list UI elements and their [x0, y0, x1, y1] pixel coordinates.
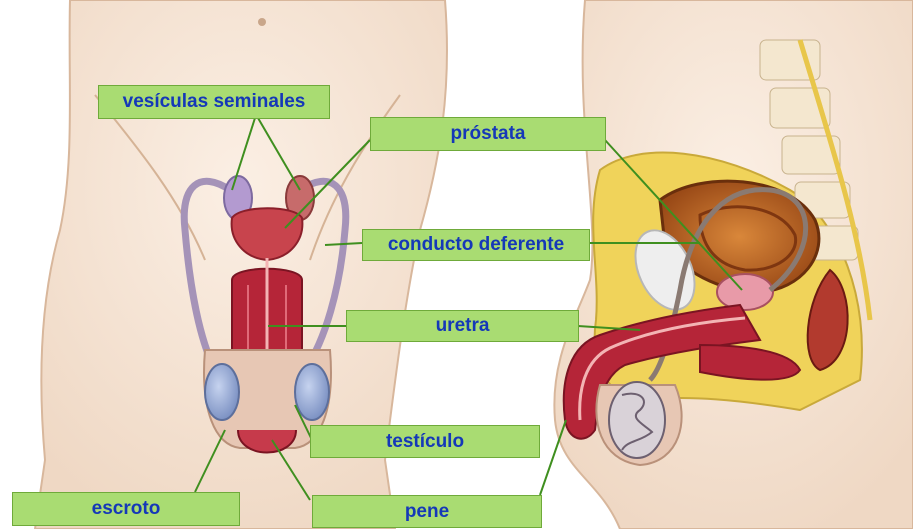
label-prostata: próstata [370, 117, 606, 151]
label-escroto: escroto [12, 492, 240, 526]
navel [258, 18, 266, 26]
front-testis-left [205, 364, 239, 420]
label-conducto-deferente: conducto deferente [362, 229, 590, 261]
side-view-illustration [554, 0, 913, 529]
front-testis-right [295, 364, 329, 420]
side-prostate [717, 274, 773, 310]
label-vesiculas-seminales: vesículas seminales [98, 85, 330, 119]
label-uretra: uretra [346, 310, 579, 342]
label-pene: pene [312, 495, 542, 528]
label-testiculo: testículo [310, 425, 540, 458]
leader-pene-side [540, 420, 566, 495]
